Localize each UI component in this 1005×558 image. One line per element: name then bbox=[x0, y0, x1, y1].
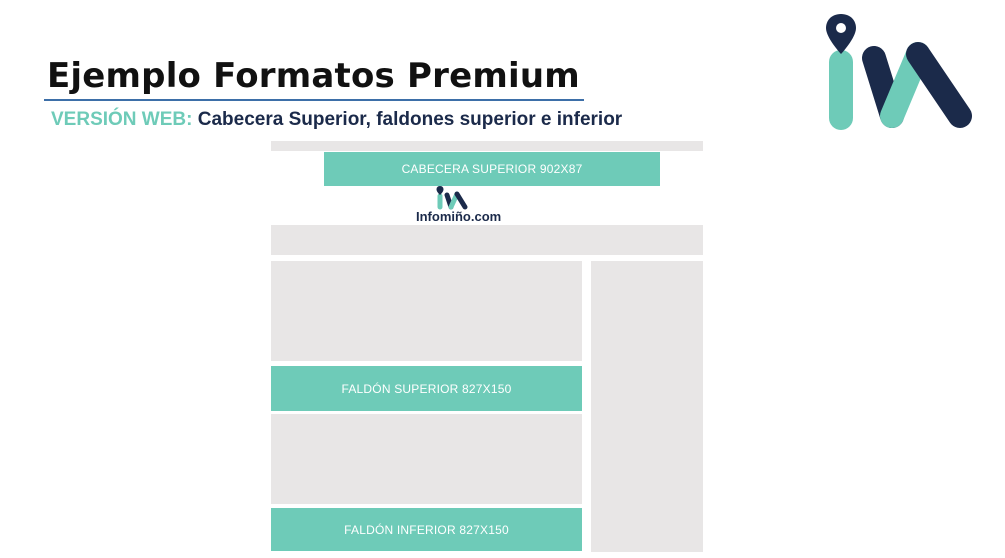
subtitle-text: Cabecera Superior, faldones superior e i… bbox=[197, 109, 623, 130]
mockup-sidebar bbox=[591, 261, 703, 552]
im-logo-icon bbox=[826, 14, 972, 130]
slide-title: Ejemplo Formatos Premium bbox=[47, 56, 580, 96]
header-banner: CABECERA SUPERIOR 902X87 bbox=[324, 152, 660, 186]
slide-subtitle: VERSIÓN WEB: Cabecera Superior, faldones… bbox=[51, 109, 622, 131]
title-underline bbox=[44, 99, 584, 101]
lower-banner: FALDÓN INFERIOR 827X150 bbox=[271, 508, 582, 551]
upper-banner: FALDÓN SUPERIOR 827X150 bbox=[271, 366, 582, 411]
mockup-top-bar bbox=[271, 141, 703, 151]
mockup-content-block-1 bbox=[271, 261, 582, 361]
site-logo-icon bbox=[436, 186, 468, 210]
site-name: Infomiño.com bbox=[416, 209, 502, 224]
subtitle-prefix: VERSIÓN WEB: bbox=[51, 109, 193, 130]
mockup-nav-bar bbox=[271, 225, 703, 255]
mockup-content-block-2 bbox=[271, 414, 582, 504]
